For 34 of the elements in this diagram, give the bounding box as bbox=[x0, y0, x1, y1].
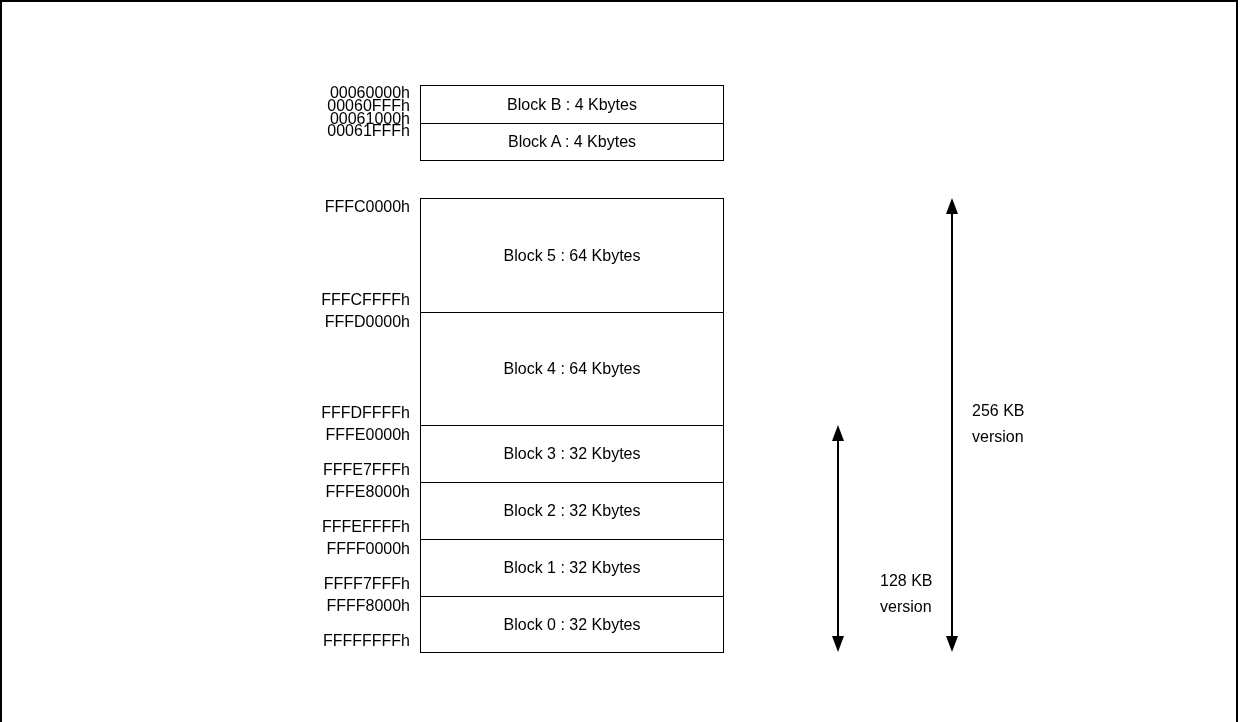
block-label: Block 2 : 32 Kbytes bbox=[503, 502, 641, 520]
address-label: FFFF8000h bbox=[326, 599, 410, 612]
block-label: Block B : 4 Kbytes bbox=[507, 95, 637, 114]
memory-block bbox=[420, 198, 724, 313]
memory-block bbox=[420, 596, 724, 653]
block-label: Block 5 : 64 Kbytes bbox=[503, 246, 641, 265]
block-label: Block 4 : 64 Kbytes bbox=[503, 360, 641, 378]
address-label: FFFCFFFFh bbox=[321, 293, 410, 306]
memory-block bbox=[420, 85, 724, 124]
address-label: FFFE7FFFh bbox=[322, 463, 410, 476]
block-label: Block 0 : 32 Kbytes bbox=[503, 615, 641, 634]
size-label: 128 KB version bbox=[880, 571, 934, 617]
memory-block bbox=[420, 482, 724, 540]
address-label: 00061000h bbox=[329, 112, 410, 125]
address-label: 00060FFFh bbox=[327, 99, 410, 112]
block-label: Block 1 : 32 Kbytes bbox=[503, 559, 641, 577]
address-label: FFFDFFFFh bbox=[321, 406, 410, 419]
address-label: FFFEFFFFh bbox=[322, 520, 410, 533]
memory-block bbox=[420, 123, 724, 161]
address-label: FFFD0000h bbox=[324, 315, 410, 328]
address-label: 00060000h bbox=[329, 86, 410, 99]
address-label: FFFC0000h bbox=[324, 200, 410, 213]
memory-block bbox=[420, 539, 724, 597]
address-label: FFFE8000h bbox=[325, 485, 410, 498]
memory-block bbox=[420, 312, 724, 426]
address-label: FFFF7FFFh bbox=[323, 577, 410, 590]
address-label: 00061FFFh bbox=[327, 124, 410, 137]
address-label: FFFE0000h bbox=[325, 428, 410, 441]
address-label: FFFF0000h bbox=[326, 542, 410, 555]
size-label: 256 KB version bbox=[972, 401, 1026, 447]
address-label: FFFFFFFFh bbox=[322, 634, 410, 647]
block-label: Block 3 : 32 Kbytes bbox=[503, 445, 641, 463]
block-label: Block A : 4 Kbytes bbox=[507, 133, 637, 151]
memory-block bbox=[420, 425, 724, 483]
